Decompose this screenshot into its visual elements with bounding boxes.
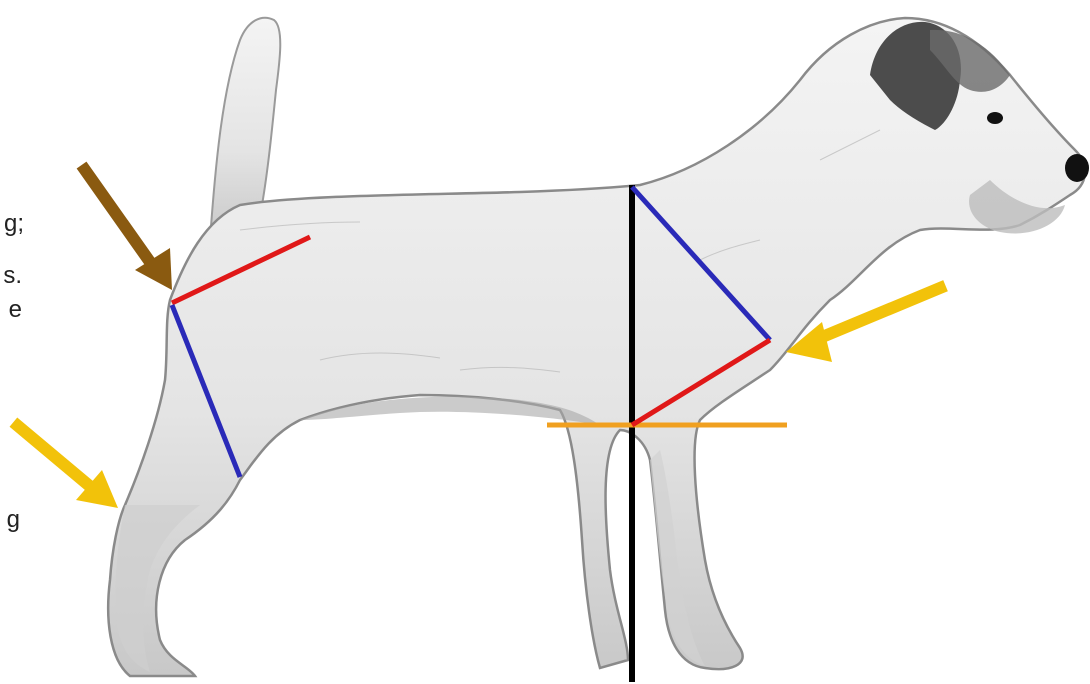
dog-silhouette [108, 18, 1089, 676]
yellow-hock-arrow [18, 426, 118, 508]
dog-nose [1065, 154, 1089, 182]
brown-croup-arrow [85, 170, 172, 290]
dog-eye [987, 112, 1003, 124]
